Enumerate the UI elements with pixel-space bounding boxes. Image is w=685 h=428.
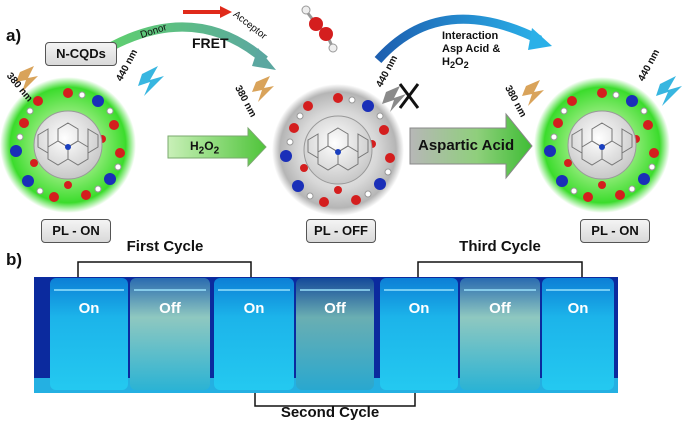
ncqds-label: N-CQDs [45, 42, 117, 66]
emission-icon-center [382, 86, 406, 112]
panel-b-label: b) [6, 250, 23, 269]
ncqd-center [272, 84, 404, 216]
lightning-icon-center [252, 76, 274, 102]
vial-1 [50, 278, 128, 390]
vial-2 [130, 278, 210, 390]
panel-a-diagram [0, 5, 682, 216]
vial-6 [460, 278, 540, 390]
h2o2-label: H2O2 [190, 139, 220, 157]
h2o2-molecule-icon [301, 5, 338, 53]
pl-on-left: PL - ON [41, 219, 111, 243]
vial-label-3: On [243, 300, 265, 317]
aspartic-acid-label: Aspartic Acid [418, 137, 515, 154]
first-cycle-label: First Cycle [126, 238, 204, 255]
emission-icon-left [138, 66, 164, 96]
panel-a-label: a) [6, 26, 22, 45]
vial-label-6: Off [489, 300, 511, 317]
emission-icon-right [656, 76, 682, 106]
vial-3 [214, 278, 294, 390]
lightning-icon-right [522, 80, 544, 106]
fret-label: FRET [192, 35, 229, 51]
vial-7 [542, 278, 614, 390]
vial-label-1: On [78, 300, 100, 317]
vial-4 [296, 278, 374, 390]
vial-5 [380, 278, 458, 390]
vial-label-7: On [567, 300, 589, 317]
second-cycle-label: Second Cycle [280, 404, 380, 421]
blocked-x-icon [398, 83, 420, 109]
vial-label-5: On [408, 300, 430, 317]
pl-on-right: PL - ON [580, 219, 650, 243]
fret-curve-arrow [92, 22, 268, 64]
third-cycle-label: Third Cycle [459, 238, 541, 255]
panel-b-photo [34, 261, 618, 407]
lightning-icon-left [16, 66, 38, 92]
interaction-label: Interaction Asp Acid & H2O2 [442, 30, 501, 71]
ncqd-left [0, 77, 136, 213]
aspartic-acid-arrow [409, 112, 533, 180]
vial-label-4: Off [324, 300, 346, 317]
interaction-curve-arrow [374, 14, 543, 63]
pl-off: PL - OFF [306, 219, 376, 243]
vial-label-2: Off [159, 300, 181, 317]
ncqd-right [534, 77, 670, 213]
h2o2-arrow [167, 126, 267, 168]
